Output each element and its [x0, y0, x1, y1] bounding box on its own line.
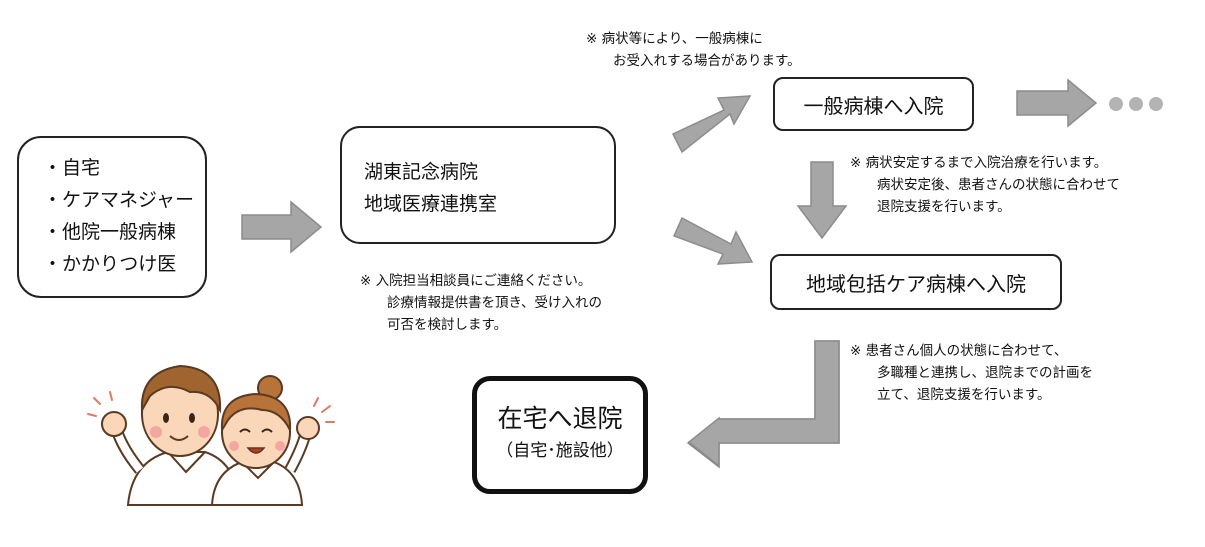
arrow-down-right-icon [672, 216, 754, 265]
source-item-care-manager: ・ケアマネジャー [43, 189, 195, 211]
source-item-home: ・自宅 [43, 157, 101, 179]
arrow-right-icon [1016, 78, 1098, 128]
source-item-other-hospital: ・他院一般病棟 [43, 221, 177, 243]
discharge-home-box: 在宅へ退院 （自宅･施設他） [472, 376, 648, 494]
general-ward-label: 一般病棟へ入院 [803, 93, 944, 118]
discharge-subtitle: （自宅･施設他） [496, 441, 624, 461]
nurses-cheering-illustration [87, 364, 335, 506]
note-line: 多職種と連携し、退院までの計画を [877, 365, 1093, 381]
discharge-title: 在宅へ退院 [497, 404, 623, 433]
community-care-ward-box: 地域包括ケア病棟へ入院 [770, 254, 1062, 310]
note-discharge-support: ※ 患者さん個人の状態に合わせて、 多職種と連携し、退院までの計画を 立て、退院… [850, 340, 1093, 406]
note-line: ※ 病状等により、一般病棟に [586, 31, 763, 47]
note-contact: ※ 入院担当相談員にご連絡ください。 診療情報提供書を頂き、受け入れの 可否を検… [360, 270, 602, 336]
ellipsis-icon [1109, 97, 1163, 111]
note-general-ward: ※ 病状等により、一般病棟に お受入れする場合があります。 [586, 28, 801, 72]
note-line: 病状安定後、患者さんの状態に合わせて [877, 177, 1120, 193]
note-line: ※ 入院担当相談員にご連絡ください。 [360, 273, 592, 289]
hospital-liaison-box: 湖東記念病院 地域医療連携室 [340, 126, 616, 244]
note-line: 診療情報提供書を頂き、受け入れの [387, 295, 603, 311]
hospital-name: 湖東記念病院 [364, 161, 479, 183]
note-line: ※ 病状安定するまで入院治療を行います。 [850, 155, 1108, 171]
note-line: 退院支援を行います。 [877, 199, 1011, 215]
arrow-right-icon [241, 200, 323, 254]
arrow-elbow-left-icon [687, 340, 840, 468]
liaison-office: 地域医療連携室 [364, 193, 498, 215]
general-ward-box: 一般病棟へ入院 [773, 77, 974, 131]
note-line: 立て、退院支援を行います。 [877, 387, 1051, 403]
referral-source-box: ・自宅 ・ケアマネジャー ・他院一般病棟 ・かかりつけ医 [17, 136, 207, 298]
arrow-down-icon [796, 161, 848, 240]
note-line: 可否を検討します。 [387, 317, 508, 333]
source-item-family-doctor: ・かかりつけ医 [43, 253, 177, 275]
note-stabilize: ※ 病状安定するまで入院治療を行います。 病状安定後、患者さんの状態に合わせて … [850, 152, 1120, 218]
note-line: ※ 患者さん個人の状態に合わせて、 [850, 343, 1068, 359]
arrow-up-right-icon [671, 95, 752, 154]
community-care-ward-label: 地域包括ケア病棟へ入院 [806, 271, 1026, 296]
note-line: お受入れする場合があります。 [613, 53, 801, 69]
